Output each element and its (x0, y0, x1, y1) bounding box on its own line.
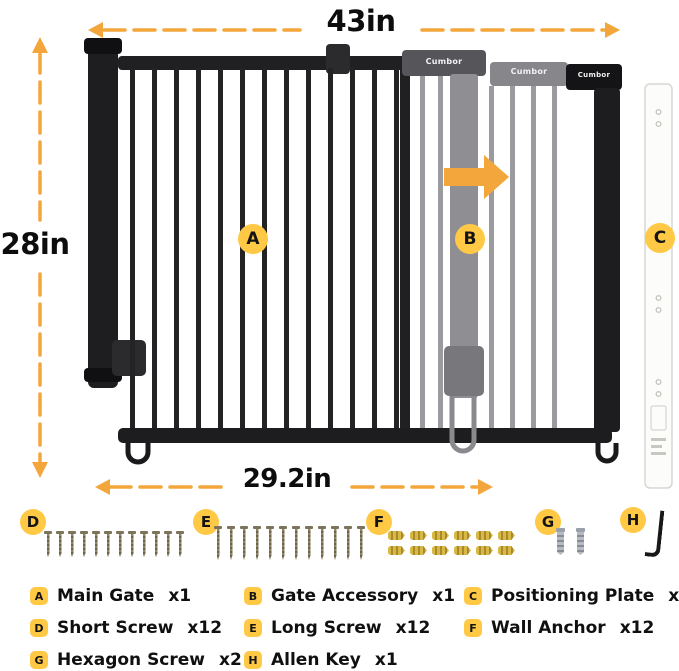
legend-item-allen-key: H Allen Key x1 (244, 650, 464, 670)
legend-letter-badge: A (30, 587, 48, 605)
anchor-icon (410, 531, 427, 540)
legend-letter-badge: E (244, 619, 262, 637)
screw-icon (92, 531, 100, 557)
screw-icon (227, 526, 235, 560)
anchor-icon (454, 546, 471, 555)
legend-item-main-gate: A Main Gate x1 (30, 586, 244, 606)
brand-label: Cumbor (425, 57, 463, 66)
screw-icon (253, 526, 261, 560)
legend-part-name: Long Screw (271, 618, 382, 638)
legend-part-name: Short Screw (57, 618, 174, 638)
anchor-icon (498, 531, 515, 540)
brand-label: Cumbor (577, 71, 611, 79)
anchor-icon (388, 546, 405, 555)
legend-part-qty: x1 (432, 586, 456, 606)
screw-icon (357, 526, 365, 560)
legend-letter-badge: D (30, 619, 48, 637)
badge-gate-accessory: B (455, 224, 485, 254)
legend-item-short-screw: D Short Screw x12 (30, 618, 244, 638)
anchor-icon (410, 546, 427, 555)
screw-icon (305, 526, 313, 560)
legend-item-positioning-plate: C Positioning Plate x2 (464, 586, 679, 606)
screw-icon (56, 531, 64, 557)
screw-icon (68, 531, 76, 557)
legend-part-qty: x2 (219, 650, 242, 670)
legend-part-qty: x12 (619, 618, 655, 638)
wall-anchors-icons (388, 531, 530, 555)
long-screws-icons (214, 526, 365, 560)
screw-icon (279, 526, 287, 560)
legend-item-long-screw: E Long Screw x12 (244, 618, 464, 638)
hexagon-screws-icons (556, 528, 585, 555)
legend-letter-badge: C (464, 587, 482, 605)
legend-part-qty: x2 (668, 586, 679, 606)
legend-part-qty: x12 (395, 618, 431, 638)
legend-part-name: Allen Key (271, 650, 361, 670)
legend-letter-badge: F (464, 619, 482, 637)
screw-icon (164, 531, 172, 557)
legend-letter-badge: G (30, 651, 48, 669)
positioning-plate (644, 83, 673, 489)
legend-item-wall-anchor: F Wall Anchor x12 (464, 618, 679, 638)
dimension-left-height: 28in (0, 227, 70, 261)
hex-screw-icon (556, 528, 565, 555)
legend-part-qty: x12 (187, 618, 223, 638)
badge-allen-key: H (620, 507, 646, 533)
screw-icon (240, 526, 248, 560)
screw-icon (292, 526, 300, 560)
anchor-icon (476, 531, 493, 540)
badge-wall-anchor: F (366, 509, 392, 535)
legend-part-name: Positioning Plate (491, 586, 655, 606)
brand-label: Cumbor (510, 67, 548, 76)
legend-part-name: Main Gate (57, 586, 155, 606)
legend-part-name: Wall Anchor (491, 618, 606, 638)
legend-part-name: Gate Accessory (271, 586, 419, 606)
screw-icon (344, 526, 352, 560)
screw-icon (214, 526, 222, 560)
screw-icon (152, 531, 160, 557)
screw-icon (80, 531, 88, 557)
anchor-icon (388, 531, 405, 540)
screw-icon (140, 531, 148, 557)
screw-icon (44, 531, 52, 557)
anchor-icon (454, 531, 471, 540)
legend-item-gate-accessory: B Gate Accessory x1 (244, 586, 464, 606)
parts-legend: A Main Gate x1 B Gate Accessory x1 C Pos… (30, 586, 679, 670)
short-screws-icons (44, 531, 184, 557)
badge-short-screw: D (20, 509, 46, 535)
screw-icon (318, 526, 326, 560)
gate-accessory (402, 50, 568, 454)
screw-icon (104, 531, 112, 557)
slide-direction-arrow (444, 155, 509, 199)
right-post (566, 64, 622, 464)
screw-icon (176, 531, 184, 557)
anchor-icon (476, 546, 493, 555)
badge-main-gate: A (238, 224, 268, 254)
screw-icon (266, 526, 274, 560)
dimension-arrows (32, 22, 620, 495)
screw-icon (331, 526, 339, 560)
legend-part-qty: x1 (168, 586, 192, 606)
legend-part-name: Hexagon Screw (57, 650, 206, 670)
dimension-top-width: 43in (326, 4, 396, 38)
anchor-icon (432, 546, 449, 555)
badge-positioning-plate: C (645, 223, 675, 253)
legend-letter-badge: B (244, 587, 262, 605)
dimension-bottom-width: 29.2in (242, 464, 332, 494)
screw-icon (128, 531, 136, 557)
legend-part-qty: x1 (374, 650, 398, 670)
hex-screw-icon (576, 528, 585, 555)
anchor-icon (498, 546, 515, 555)
legend-letter-badge: H (244, 651, 262, 669)
legend-item-hexagon-screw: G Hexagon Screw x2 (30, 650, 244, 670)
screw-icon (116, 531, 124, 557)
anchor-icon (432, 531, 449, 540)
